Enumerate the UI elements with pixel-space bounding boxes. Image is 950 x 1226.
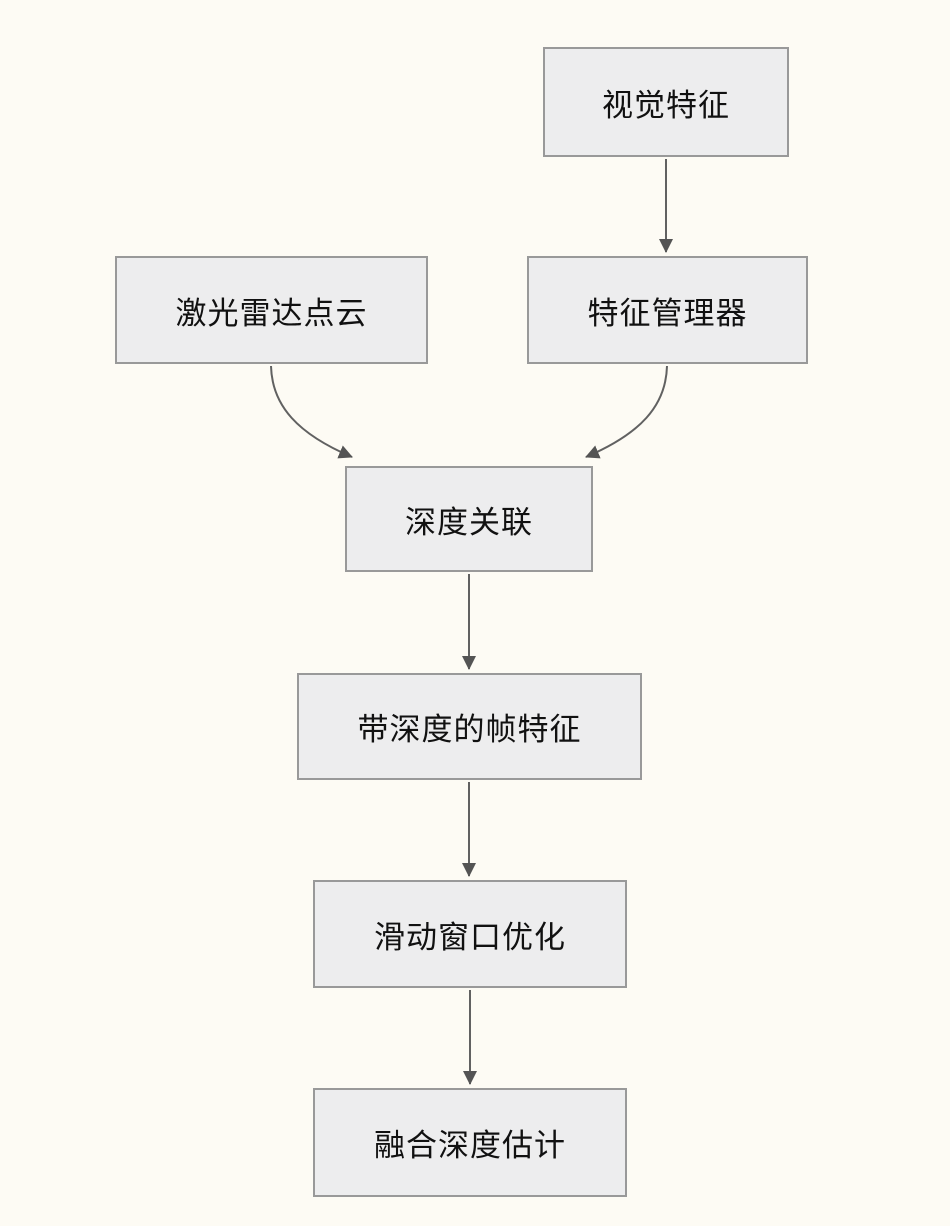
node-feature-manager-label: 特征管理器 [587, 295, 748, 331]
node-lidar-point-cloud: 激光雷达点云 [115, 256, 428, 364]
node-fused-depth-estimation-label: 融合深度估计 [374, 1128, 566, 1163]
node-frame-features-with-depth-label: 带深度的帧特征 [357, 712, 582, 747]
node-sliding-window-optimization-label: 滑动窗口优化 [374, 919, 566, 955]
node-visual-features-label: 视觉特征 [602, 87, 730, 123]
node-sliding-window-optimization: 滑动窗口优化 [313, 880, 627, 988]
node-depth-association: 深度关联 [345, 466, 593, 572]
node-lidar-point-cloud-label: 激光雷达点云 [175, 295, 368, 331]
node-feature-manager: 特征管理器 [527, 256, 808, 364]
node-frame-features-with-depth: 带深度的帧特征 [297, 673, 642, 780]
edge-feature-manager-to-depth-association [585, 365, 668, 459]
edge-lidar-point-cloud-to-depth-association [270, 365, 353, 459]
node-fused-depth-estimation: 融合深度估计 [313, 1088, 627, 1197]
node-depth-association-label: 深度关联 [405, 504, 533, 540]
node-visual-features: 视觉特征 [543, 47, 789, 157]
